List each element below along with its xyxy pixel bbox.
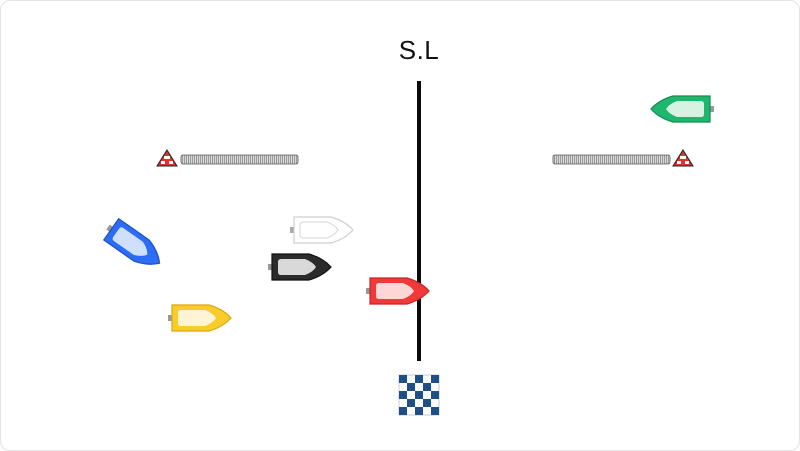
start-line-label: S.L	[398, 35, 440, 65]
start-line	[417, 81, 421, 361]
warning-buoy-icon	[672, 149, 694, 167]
boat-black	[268, 253, 332, 281]
boat-red	[366, 277, 430, 305]
checkered-flag-icon	[398, 374, 440, 416]
right-barrier	[552, 154, 671, 165]
left-barrier	[180, 154, 299, 165]
boat-green	[650, 95, 714, 123]
boat-white	[290, 216, 354, 244]
boat-blue	[102, 217, 161, 265]
boat-yellow	[168, 304, 232, 332]
warning-buoy-icon	[156, 149, 178, 167]
